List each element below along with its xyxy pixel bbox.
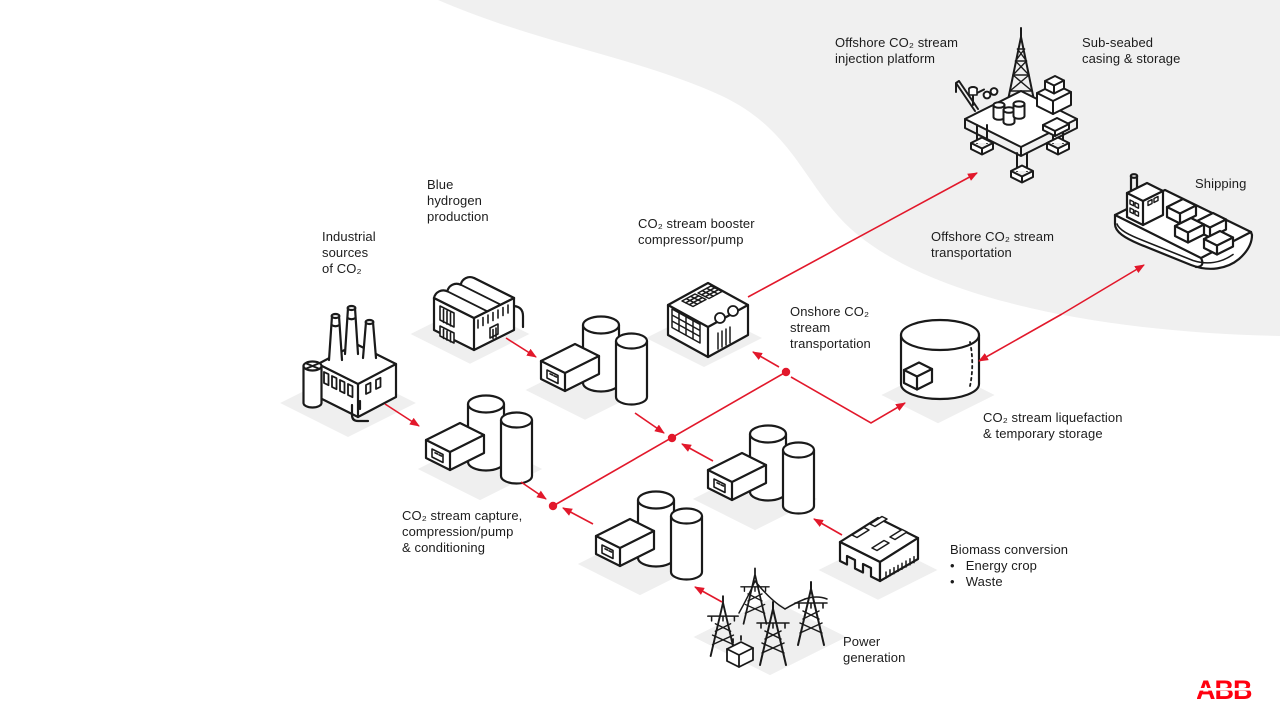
capture-unit-icon — [700, 412, 822, 530]
ship-icon — [1103, 163, 1258, 285]
label-power-generation: Power generation — [843, 634, 906, 665]
power-pylons-icon — [693, 553, 843, 685]
label-shipping: Shipping — [1195, 176, 1247, 191]
label-onshore-transport: Onshore CO₂ stream transportation — [790, 304, 871, 351]
storage-tank-icon — [893, 308, 989, 413]
label-biomass: Biomass conversion • Energy crop • Waste — [950, 542, 1069, 589]
label-sub-seabed: Sub-seabed casing & storage — [1082, 35, 1181, 66]
label-booster: CO₂ stream booster compressor/pump — [638, 216, 755, 247]
label-capture: CO₂ stream capture, compression/pump & c… — [402, 508, 523, 555]
booster-station-icon — [660, 263, 756, 365]
label-industrial-sources: Industrial sources of CO₂ — [322, 229, 376, 276]
capture-unit-icon — [418, 382, 540, 500]
label-offshore-injection: Offshore CO₂ stream injection platform — [835, 35, 959, 66]
label-blue-hydrogen: Blue hydrogen production — [427, 177, 489, 224]
label-liquefaction: CO₂ stream liquefaction & temporary stor… — [983, 410, 1123, 441]
hydrogen-plant-icon — [420, 248, 528, 356]
capture-unit-icon — [533, 303, 655, 421]
offshore-platform-icon — [943, 25, 1095, 197]
abb-logo: ABB — [1196, 675, 1257, 709]
factory-icon — [298, 300, 410, 425]
biomass-plant-icon — [828, 498, 930, 598]
capture-unit-icon — [588, 478, 710, 596]
label-offshore-transport: Offshore CO₂ stream transportation — [931, 229, 1055, 260]
